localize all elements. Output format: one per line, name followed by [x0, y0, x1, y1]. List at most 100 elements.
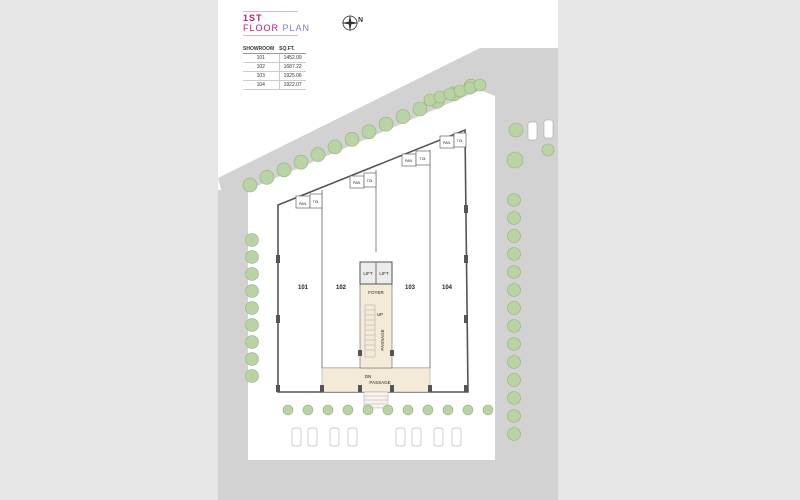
tree-icon	[442, 404, 454, 416]
area-table-header: SHOWROOM SQ.FT.	[243, 46, 306, 54]
title-plan: PLAN	[282, 23, 311, 33]
title-rule-top	[243, 11, 298, 12]
dn-label: DN	[365, 374, 372, 379]
tree-icon	[342, 404, 354, 416]
tree-icon	[473, 78, 487, 92]
tree-icon	[245, 284, 259, 298]
tree-icon	[507, 229, 521, 243]
tree-icon	[245, 369, 259, 383]
sqft-cell: 1925.06	[278, 71, 306, 81]
table-row: 104 1922.07	[243, 80, 306, 90]
tree-icon	[344, 132, 360, 147]
tree-icon	[507, 319, 521, 333]
tree-icon	[259, 170, 275, 185]
title-rule-bottom	[243, 35, 298, 36]
columns	[276, 205, 468, 392]
tree-icon	[322, 404, 334, 416]
car-icon	[329, 427, 340, 447]
title-floor: FLOOR	[243, 23, 280, 33]
tree-icon	[302, 404, 314, 416]
tree-icon	[508, 122, 524, 138]
car-icon	[395, 427, 406, 447]
tree-icon	[276, 162, 292, 178]
trees	[242, 78, 555, 441]
tree-icon	[507, 301, 521, 315]
area-table: SHOWROOM SQ.FT. 101 1452.09 102 1687.22 …	[243, 46, 306, 90]
unit-101-label: 101	[298, 285, 309, 291]
tree-icon	[507, 337, 521, 351]
tree-icon	[395, 109, 411, 124]
header-sqft: SQ.FT.	[279, 46, 306, 54]
tree-icon	[310, 147, 326, 162]
car-icon	[307, 427, 318, 447]
pan-label-1: PAN.	[299, 202, 307, 206]
tree-icon	[242, 177, 258, 193]
car-icon	[291, 427, 302, 447]
pan-label-2: PAN.	[353, 181, 361, 185]
tree-icon	[282, 404, 294, 416]
tree-icon	[245, 318, 259, 332]
tree-icon	[507, 283, 521, 297]
title-line-1: 1ST	[243, 13, 263, 23]
showroom-cell: 101	[243, 53, 280, 63]
lift-label-left: LIFT	[363, 271, 373, 276]
tree-icon	[245, 250, 259, 264]
staircase	[364, 304, 376, 358]
tree-icon	[507, 391, 521, 405]
table-row: 101 1452.09	[243, 53, 306, 63]
toi-label-3: TOI.	[420, 157, 427, 161]
showroom-cell: 104	[243, 80, 280, 90]
tree-icon	[293, 154, 309, 170]
unit-103-label: 103	[405, 285, 416, 291]
tree-icon	[507, 211, 521, 225]
tree-icon	[402, 404, 414, 416]
tree-icon	[245, 301, 259, 315]
tree-icon	[507, 265, 521, 279]
sqft-cell: 1922.07	[278, 80, 306, 90]
showroom-cell: 103	[243, 71, 280, 81]
tree-icon	[507, 193, 521, 207]
tree-icon	[507, 355, 521, 369]
entrance-steps	[363, 391, 389, 409]
tree-icon	[245, 267, 259, 281]
parking	[291, 119, 554, 447]
tree-icon	[541, 143, 555, 157]
tree-icon	[362, 404, 374, 416]
foyer-label: FOYER	[368, 290, 384, 295]
north-compass-icon	[341, 14, 359, 32]
tree-icon	[507, 409, 521, 423]
tree-icon	[462, 404, 474, 416]
pan-label-3: PAN.	[405, 159, 413, 163]
pan-label-4: PAN.	[443, 141, 451, 145]
tree-icon	[382, 404, 394, 416]
title-line-2: FLOOR PLAN	[243, 23, 310, 33]
header-showroom: SHOWROOM	[243, 46, 280, 54]
road-bottom	[218, 460, 558, 500]
passage-label: PASSAGE	[369, 380, 390, 385]
tree-icon	[507, 373, 521, 387]
table-row: 103 1925.06	[243, 71, 306, 81]
tree-icon	[245, 352, 259, 366]
table-row: 102 1687.22	[243, 62, 306, 72]
compass-label: N	[358, 17, 364, 24]
car-icon	[347, 427, 358, 447]
showroom-cell: 102	[243, 62, 280, 72]
tree-icon	[245, 233, 259, 247]
road-right	[495, 48, 558, 500]
toi-label-1: TOI.	[313, 200, 320, 204]
car-icon	[451, 427, 462, 447]
tree-icon	[507, 247, 521, 261]
car-icon	[527, 121, 538, 141]
road-left	[218, 190, 248, 470]
tree-icon	[245, 335, 259, 349]
car-icon	[543, 119, 554, 139]
sqft-cell: 1687.22	[278, 62, 306, 72]
tree-icon	[412, 101, 428, 117]
sqft-cell: 1452.09	[278, 53, 306, 63]
toi-label-2: TOI.	[367, 179, 374, 183]
passage-vertical-label: PASSAGE	[380, 329, 385, 350]
tree-icon	[482, 404, 494, 416]
tree-icon	[507, 427, 521, 441]
